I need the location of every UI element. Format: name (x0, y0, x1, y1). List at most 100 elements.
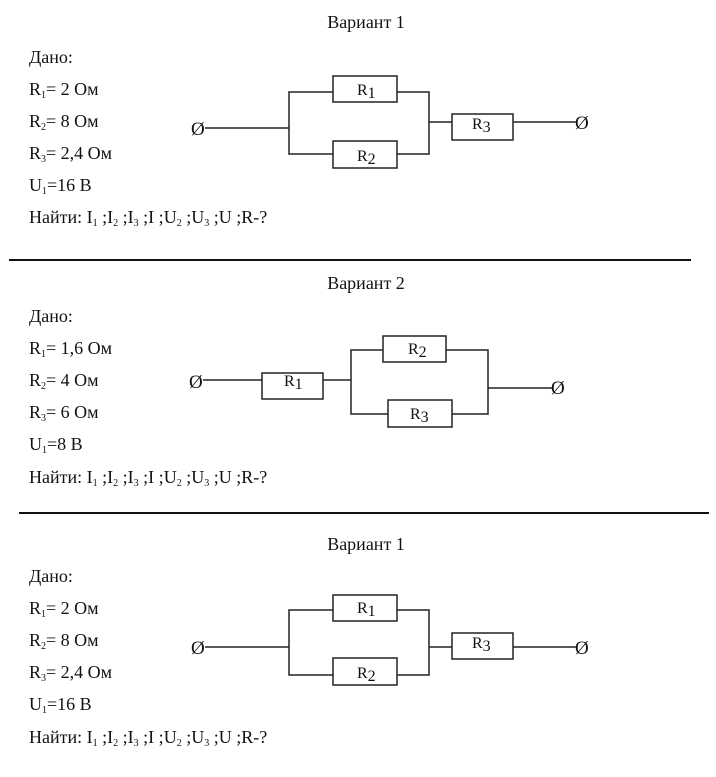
find-item: R-? (241, 467, 267, 487)
find-item: U2 ; (164, 207, 192, 229)
find-subscript: 3 (204, 738, 210, 749)
find-item: I1 ; (86, 727, 108, 749)
find-item: I1 ; (86, 207, 108, 229)
find-subscript: 3 (133, 478, 139, 489)
given-value: = 6 Ом (46, 402, 99, 422)
resistor-r1 (261, 372, 324, 400)
find-item: R-? (241, 207, 267, 227)
given-subscript: 1 (41, 609, 47, 620)
find-symbol: U (218, 207, 232, 227)
given-subscript: 3 (41, 673, 47, 684)
find-separator: ; (154, 727, 164, 747)
given-value: =8 В (47, 434, 83, 454)
find-symbol: U (163, 727, 177, 747)
find-symbol: I (107, 727, 114, 747)
find-subscript: 1 (92, 478, 98, 489)
find-separator: ; (97, 467, 108, 487)
find-separator: ; (138, 467, 149, 487)
given-r1: R1= 2 Ом (29, 598, 99, 620)
given-value: = 2 Ом (46, 79, 99, 99)
find-symbol: I (107, 207, 114, 227)
given-r1: R1= 2 Ом (29, 79, 99, 101)
find-subscript: 1 (92, 218, 98, 229)
find-item: U ; (219, 467, 242, 487)
given-symbol: R (29, 598, 42, 618)
find-separator: ; (181, 727, 192, 747)
resistor-label: R1 (284, 373, 303, 393)
resistor-label: R2 (357, 665, 376, 685)
find-symbol: I (127, 207, 134, 227)
find-item: I ; (148, 467, 164, 487)
given-symbol: R (29, 370, 42, 390)
given-subscript: 1 (42, 445, 47, 456)
given-r2: R2= 8 Ом (29, 111, 99, 133)
find-item: I3 ; (127, 207, 149, 229)
terminal-right: Ø (575, 113, 589, 134)
given-value: = 4 Ом (46, 370, 99, 390)
given-r3: R3= 2,4 Ом (29, 143, 112, 165)
wire (397, 609, 430, 676)
find-item: U ; (219, 727, 242, 747)
resistor-r2 (332, 657, 398, 686)
find-line: Найти: I1 ;I2 ;I3 ;I ;U2 ;U3 ;U ;R-? (29, 207, 267, 229)
terminal-left: Ø (191, 119, 205, 140)
find-subscript: 3 (204, 478, 210, 489)
given-u1: U1=16 В (29, 694, 92, 716)
variant-title: Вариант 1 (327, 12, 405, 32)
find-symbol: R (241, 467, 254, 487)
find-symbol: I (86, 467, 93, 487)
resistor-label: R2 (357, 148, 376, 168)
given-label: Дано: (29, 566, 73, 586)
find-item: I1 ; (86, 467, 108, 489)
find-subscript: 2 (113, 218, 119, 229)
find-separator: ; (181, 467, 192, 487)
find-item: I3 ; (127, 727, 149, 749)
find-subscript: 1 (92, 738, 98, 749)
resistor-label: R2 (408, 341, 427, 361)
find-label: Найти: (29, 727, 87, 747)
find-item: U3 ; (191, 727, 219, 749)
find-separator: -? (253, 207, 268, 227)
given-value: = 2,4 Ом (46, 662, 113, 682)
variant-title: Вариант 2 (327, 273, 405, 293)
find-item: R-? (241, 727, 267, 747)
wire (288, 91, 333, 155)
wire (397, 91, 430, 155)
terminal-right: Ø (575, 638, 589, 659)
given-r3: R3= 2,4 Ом (29, 662, 113, 684)
find-separator: ; (231, 467, 242, 487)
find-symbol: U (218, 467, 232, 487)
find-separator: ; (231, 727, 242, 747)
given-subscript: 1 (42, 705, 47, 716)
resistor-label: R1 (357, 82, 376, 102)
find-symbol: U (191, 467, 205, 487)
given-subscript: 2 (41, 122, 47, 133)
given-subscript: 1 (42, 186, 47, 197)
find-separator: ; (138, 727, 149, 747)
given-r3: R3= 6 Ом (29, 402, 99, 424)
section-divider (19, 512, 709, 514)
find-symbol: I (148, 207, 155, 227)
wire (288, 609, 333, 676)
find-symbol: I (86, 207, 93, 227)
given-subscript: 2 (41, 381, 47, 392)
given-symbol: R (29, 402, 42, 422)
find-separator: -? (253, 727, 268, 747)
given-subscript: 1 (41, 349, 47, 360)
given-u1: U1=8 В (29, 434, 83, 456)
find-symbol: R (241, 207, 254, 227)
given-value: = 8 Ом (46, 111, 99, 131)
find-separator: -? (253, 467, 268, 487)
find-symbol: I (127, 727, 134, 747)
find-subscript: 3 (133, 218, 139, 229)
given-symbol: R (29, 338, 42, 358)
find-symbol: I (86, 727, 93, 747)
variant-title: Вариант 1 (327, 534, 405, 554)
terminal-left: Ø (191, 638, 205, 659)
find-item: I2 ; (107, 727, 128, 749)
section-divider (9, 259, 691, 261)
find-separator: ; (154, 467, 164, 487)
find-subscript: 2 (113, 478, 119, 489)
